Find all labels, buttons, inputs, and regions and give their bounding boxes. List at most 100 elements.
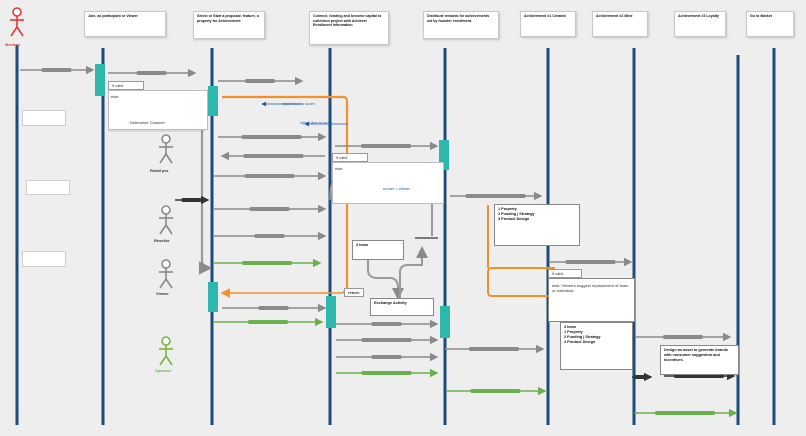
message-label-mark <box>361 338 412 342</box>
activation-bar <box>208 86 218 116</box>
actor-label-reseller: Reseller <box>154 238 170 243</box>
message-label-mark <box>242 261 292 265</box>
achievement-item: 2 Funding | Strategy <box>564 335 601 339</box>
message-arrow <box>664 371 736 381</box>
message-label-mark <box>258 306 289 310</box>
message-label-mark <box>248 320 288 324</box>
actor-label-viewer: Viewer <box>156 291 169 296</box>
actor-viewer-icon <box>159 259 173 289</box>
message-label-mark <box>244 174 295 178</box>
message-arrow <box>218 76 304 86</box>
alt-frame <box>108 90 208 130</box>
message-arrow <box>446 386 547 396</box>
message-arrow <box>20 65 95 75</box>
message-label-mark <box>465 194 526 198</box>
message-unmet-viewer: unmet > viewer <box>383 186 411 191</box>
message-arrow <box>220 151 325 161</box>
lane-header-ach3: Achievement #3 Loyalty <box>674 11 726 37</box>
actor-label-retailer: Retail pro <box>150 168 169 173</box>
message-arrow <box>214 317 324 327</box>
message-label-mark <box>655 411 715 415</box>
message-arrow <box>634 408 738 418</box>
message-arrow <box>214 258 322 268</box>
message-arrow <box>336 335 439 345</box>
achievement-item: 1 Property <box>564 330 583 334</box>
ranking-item: 2 Funding | Strategy <box>498 212 535 216</box>
achievements-note: 3 team 1 Property 2 Funding | Strategy 4… <box>560 322 633 370</box>
market-note: Design as asset to generate brands with … <box>660 345 739 375</box>
message-arrow <box>450 191 543 201</box>
message-arrow <box>335 141 439 151</box>
frame-tag: if valid <box>548 269 582 278</box>
actor-member-icon <box>10 7 24 37</box>
ranking-note: 1 Property 2 Funding | Strategy 3 Produc… <box>494 204 580 246</box>
message-determine-channel: Determine Channel <box>130 120 165 125</box>
message-label-mark <box>674 374 724 378</box>
lane-header-connect: Connect, funding and become capital to c… <box>309 11 389 45</box>
message-arrow <box>214 231 327 241</box>
message-arrow <box>108 68 197 78</box>
message-label-mark <box>241 135 302 139</box>
ranking-item: 3 Product Design <box>498 217 530 221</box>
alt-frame <box>332 162 444 204</box>
message-label-mark <box>245 79 275 83</box>
message-label-mark <box>243 154 304 158</box>
message-label-mark <box>361 144 411 148</box>
frame-else-viewers: else: Viewers suggest replacement of tea… <box>552 283 629 293</box>
actor-retailer-icon <box>159 134 173 164</box>
message-arrow <box>636 332 732 342</box>
message-arrow <box>445 344 545 354</box>
lane-header-ach2: Achievement #2 Mine <box>592 11 648 37</box>
side-box <box>26 180 70 195</box>
lane-header-distribute: Distribute rewards for achievements set … <box>423 11 499 39</box>
return-tag: return <box>344 288 364 297</box>
frame-else: else: <box>111 94 120 99</box>
message-label-mark <box>136 71 167 75</box>
message-arrow <box>336 368 439 378</box>
message-label-mark <box>565 260 616 264</box>
message-label-mark <box>634 375 649 379</box>
lane-header-market: Go to Market <box>746 11 794 37</box>
activation-bar <box>326 296 336 328</box>
message-label-mark <box>469 347 519 351</box>
actor-label-member: Member <box>5 42 21 47</box>
message-label-mark <box>249 207 290 211</box>
message-arrow <box>214 204 327 214</box>
message-reject-scale: reject due to scale <box>300 120 333 125</box>
alt-frame <box>548 278 635 322</box>
achievement-item: 4 Product Design <box>564 340 596 344</box>
message-arrow <box>336 319 439 329</box>
message-arrow <box>632 372 653 382</box>
message-label-mark <box>371 355 402 359</box>
message-label-mark <box>371 322 402 326</box>
actor-sponsor-icon <box>159 336 173 366</box>
message-arrow <box>336 352 439 362</box>
message-arrows <box>20 65 738 418</box>
activation-bar <box>440 306 450 338</box>
message-arrow <box>218 132 327 142</box>
message-arrow <box>214 171 327 181</box>
message-arrow <box>550 257 633 267</box>
lane-header-select: Select or Start a proposal: feature, a p… <box>193 11 265 39</box>
actors <box>10 7 173 366</box>
activation-bar <box>95 64 105 96</box>
activation-bar <box>208 282 218 312</box>
frame-tag: if valid <box>108 81 144 90</box>
actor-label-sponsor: Sponsor <box>155 368 172 373</box>
team-note: 3 team <box>352 240 404 260</box>
side-box <box>22 110 66 126</box>
frame-tag: if valid <box>332 153 368 162</box>
message-label-mark <box>254 234 285 238</box>
message-label-mark <box>361 371 412 375</box>
frame-else: else: <box>335 166 344 171</box>
exchange-activity-box: Exchange Activity <box>370 298 434 316</box>
lane-header-ach1: Achievement #1 Created <box>520 11 576 37</box>
message-label-mark <box>663 335 703 339</box>
message-label-mark <box>470 389 521 393</box>
ranking-item: 1 Property <box>498 207 517 211</box>
message-label-mark <box>41 68 72 72</box>
message-arrow <box>175 195 210 205</box>
message-label-mark <box>181 198 202 202</box>
actor-reseller-icon <box>159 205 173 235</box>
side-box <box>22 251 66 267</box>
